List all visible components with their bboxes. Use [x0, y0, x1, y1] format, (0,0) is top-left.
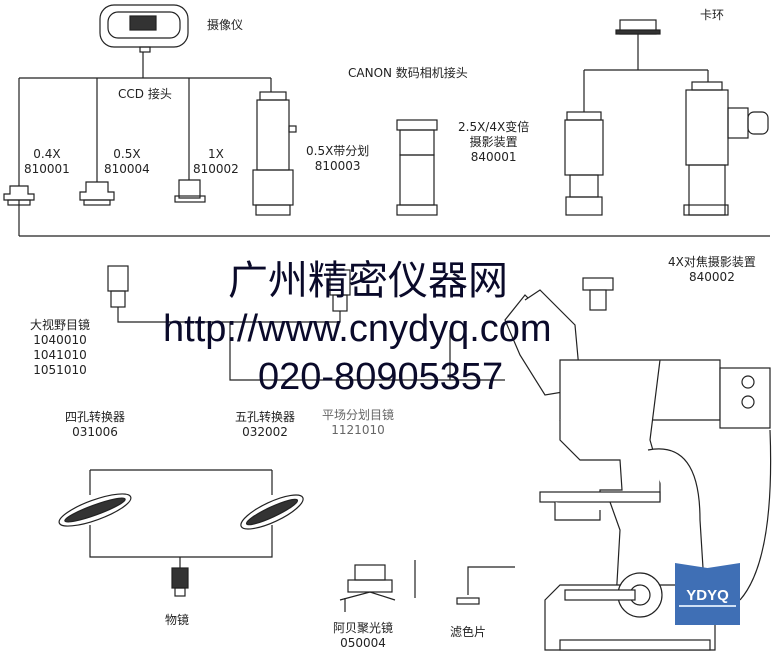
clamp-ring-label: 卡环 — [700, 8, 725, 22]
watermark-name: 广州精密仪器网 — [228, 258, 508, 304]
adapter-code: 810003 — [314, 159, 361, 173]
condenser-code: 050004 — [340, 636, 386, 650]
eyepiece-code: 1051010 — [33, 363, 87, 377]
canon-adapter-icon — [396, 119, 438, 216]
adapter-name: 0.5X带分划 — [306, 144, 370, 158]
adapter-05x-reticle-icon — [252, 91, 297, 216]
adapter-code: 810004 — [104, 162, 150, 176]
eyepiece-name: 大视野目镜 — [30, 318, 91, 332]
adapter-code: 810001 — [24, 162, 70, 176]
nosepiece-code: 031006 — [72, 425, 118, 439]
device-name: 4X对焦摄影装置 — [668, 255, 756, 269]
objective-icon — [171, 567, 189, 597]
abbe-condenser-icon — [339, 564, 396, 601]
filter-icon — [456, 597, 480, 605]
eyepiece-code: 1121010 — [331, 423, 385, 437]
adapter-name: 1X — [207, 147, 224, 161]
canon-adapter-label: CANON 数码相机接头 — [348, 66, 468, 80]
filter-label: 滤色片 — [450, 625, 487, 639]
logo-subline — [679, 605, 736, 607]
nosepiece-name: 四孔转换器 — [65, 410, 126, 424]
clamp-ring-icon — [615, 19, 661, 35]
ccd-adapter-label: CCD 接头 — [118, 87, 172, 101]
device-code: 840001 — [470, 150, 517, 164]
condenser-name: 阿贝聚光镜 — [333, 621, 394, 635]
five-hole-nosepiece-icon — [240, 494, 304, 530]
adapter-05x-icon — [79, 181, 115, 206]
microscope-body-icon — [504, 277, 772, 651]
nosepiece-name: 五孔转换器 — [235, 410, 296, 424]
adapter-name: 0.4X — [33, 147, 61, 161]
camera-label: 摄像仪 — [207, 18, 244, 32]
device-name: 2.5X/4X变倍 — [458, 120, 530, 134]
wide-eyepiece-icon — [107, 265, 129, 308]
adapter-code: 810002 — [193, 162, 239, 176]
eyepiece-name: 平场分划目镜 — [322, 408, 395, 422]
adapter-name: 0.5X — [113, 147, 141, 161]
device-code: 840002 — [689, 270, 735, 284]
watermark-url: http://www.cnydyq.com — [163, 308, 552, 350]
four-hole-nosepiece-icon — [58, 493, 132, 527]
zoom-photo-device-icon — [564, 111, 604, 216]
nosepiece-code: 032002 — [242, 425, 288, 439]
eyepiece-code: 1041010 — [33, 348, 87, 362]
adapter-1x-icon — [174, 179, 206, 203]
objective-label: 物镜 — [165, 613, 190, 627]
logo-text: YDYQ — [686, 587, 729, 604]
watermark-phone: 020-80905357 — [258, 356, 504, 398]
device-name-2: 摄影装置 — [469, 135, 518, 149]
focus-photo-device-icon — [683, 81, 769, 216]
ydyq-logo: YDYQ — [675, 563, 740, 625]
adapter-04x-icon — [3, 185, 35, 206]
camera-icon — [99, 4, 189, 53]
eyepiece-code: 1040010 — [33, 333, 87, 347]
